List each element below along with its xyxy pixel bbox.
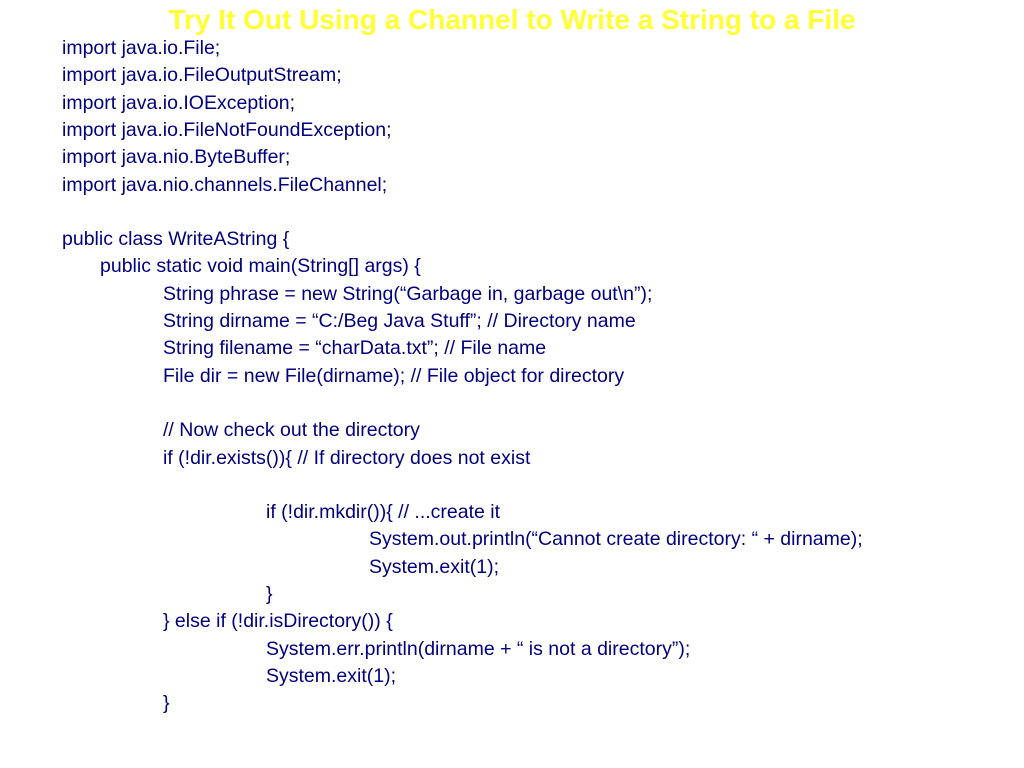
code-line: import java.io.FileOutputStream; (62, 64, 342, 87)
code-line: public static void main(String[] args) { (100, 255, 421, 278)
code-line: } (163, 692, 170, 715)
code-line: String phrase = new String(“Garbage in, … (163, 282, 653, 305)
code-line: import java.io.File; (62, 37, 221, 59)
code-line: } else if (!dir.isDirectory()) { (163, 610, 393, 633)
code-line: String dirname = “C:/Beg Java Stuff”; //… (163, 310, 636, 332)
code-line: System.exit(1); (369, 555, 500, 578)
code-line: String filename = “charData.txt”; // Fil… (163, 337, 547, 360)
code-line: import java.io.FileNotFoundException; (62, 118, 392, 141)
code-line: // Now check out the directory (163, 419, 420, 442)
code-line: System.out.println(“Cannot create direct… (369, 528, 863, 551)
code-line: if (!dir.mkdir()){ // ...create it (266, 501, 501, 524)
code-line: public class WriteAString { (62, 228, 290, 251)
code-line: import java.io.IOException; (62, 91, 296, 114)
code-line: File dir = new File(dirname); // File ob… (163, 364, 625, 387)
code-line: System.err.println(dirname + “ is not a … (266, 637, 691, 660)
code-line: import java.nio.ByteBuffer; (62, 146, 291, 169)
code-line: } (266, 583, 273, 605)
code-line: System.exit(1); (266, 664, 397, 687)
code-line: import java.nio.channels.FileChannel; (62, 173, 388, 196)
slide-title: Try It Out Using a Channel to Write a St… (168, 4, 856, 35)
code-line: if (!dir.exists()){ // If directory does… (163, 446, 531, 469)
